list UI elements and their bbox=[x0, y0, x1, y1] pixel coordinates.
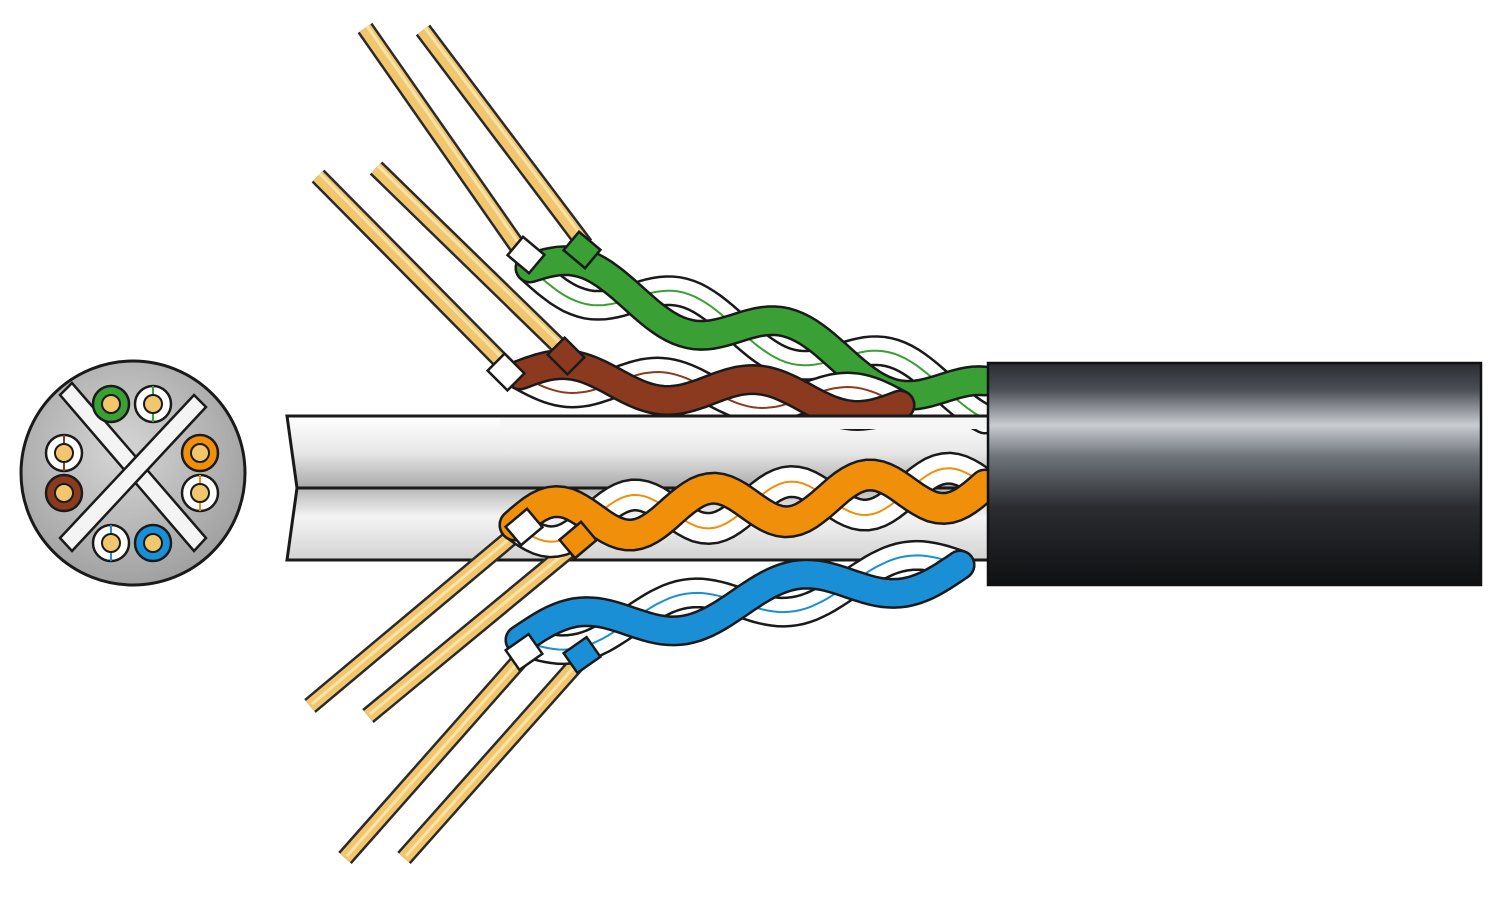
copper-wire-green-white bbox=[357, 22, 528, 256]
cross-section bbox=[19, 359, 247, 587]
insulation-tip-green-white bbox=[505, 235, 547, 275]
copper-wire-orange bbox=[362, 538, 581, 723]
copper-wire-blue bbox=[397, 654, 587, 864]
conductor-blue-white bbox=[91, 523, 131, 563]
copper-wire-green bbox=[415, 24, 593, 251]
twisted-pair-blue bbox=[504, 539, 976, 666]
conductor-orange-solid bbox=[180, 433, 220, 473]
insulation-tip-blue-white bbox=[503, 632, 545, 672]
conductor-green-white bbox=[133, 384, 173, 424]
copper-wire-orange-white bbox=[304, 523, 526, 713]
outer-jacket bbox=[986, 361, 1483, 587]
insulation-tip-orange bbox=[557, 520, 599, 560]
twisted-pair-brown bbox=[504, 348, 916, 432]
conductor-blue-solid bbox=[133, 523, 173, 563]
cross-separator bbox=[58, 381, 208, 553]
twisted-pair-orange bbox=[498, 451, 1002, 559]
conductor-orange-white bbox=[180, 473, 220, 513]
insulation-tip-brown-white bbox=[485, 351, 527, 393]
copper-wire-blue-white bbox=[338, 654, 527, 864]
copper-wire-brown-white bbox=[311, 169, 517, 377]
insulation-tip-brown bbox=[545, 335, 587, 377]
insulation-tip-green bbox=[561, 230, 603, 270]
separator-occluder bbox=[287, 414, 990, 429]
insulation-tip-blue bbox=[561, 635, 603, 675]
conductor-brown-solid bbox=[44, 473, 84, 513]
copper-wire-brown bbox=[369, 161, 572, 359]
conductor-green-solid bbox=[91, 384, 131, 424]
conductor-brown-white bbox=[44, 433, 84, 473]
insulation-tip-orange-white bbox=[503, 507, 545, 547]
